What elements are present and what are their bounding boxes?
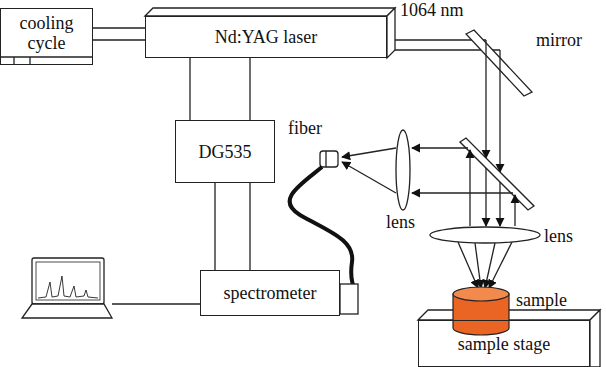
signal-line	[215, 183, 250, 270]
part-label: lens	[384, 212, 417, 232]
part-label: mirror	[534, 30, 584, 50]
spectrometer-box: spectrometer	[200, 270, 340, 316]
signal-line	[93, 28, 145, 40]
delay-generator-box: DG535	[175, 120, 275, 183]
node-label: spectrometer	[224, 283, 317, 303]
signal-line	[190, 58, 250, 120]
part-label: lens	[542, 226, 575, 246]
wavelength-label: 1064 nm	[398, 0, 466, 20]
sample-stage-box: sample stage	[418, 320, 590, 367]
node-label: sample stage	[458, 334, 550, 354]
node-label: sample	[516, 290, 567, 310]
part-label: fiber	[286, 118, 324, 138]
node-label: DG535	[199, 142, 252, 162]
laser-box: Nd:YAG laser	[145, 16, 387, 58]
cylinder-top	[453, 287, 509, 301]
cooling-box: cooling cycle	[0, 8, 93, 65]
node-label: cooling cycle	[7, 13, 87, 53]
sample-cylinder: sample	[452, 286, 510, 336]
node-label: Nd:YAG laser	[215, 27, 317, 47]
sample-cylinder-shape	[452, 286, 510, 336]
